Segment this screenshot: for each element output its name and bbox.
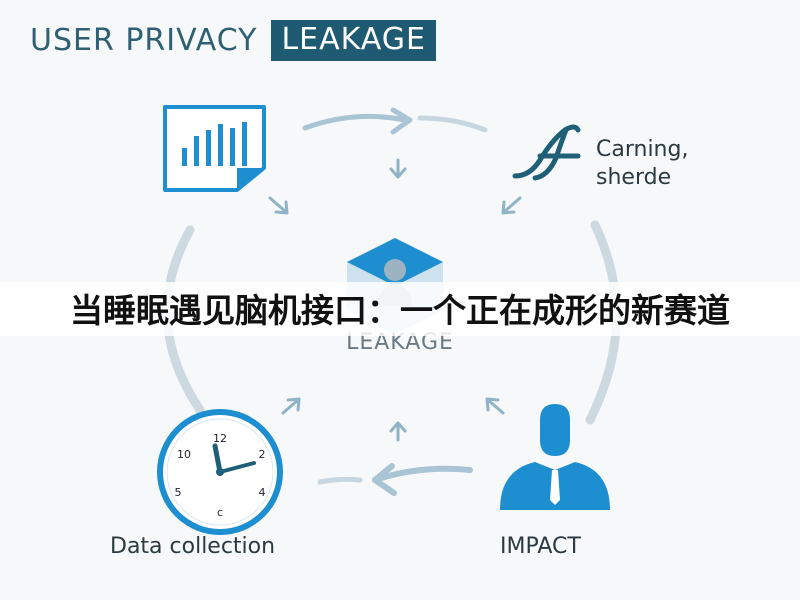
clock-num-6: c [217,506,223,519]
arrow-diag-br-icon [485,397,505,415]
node-label-impact: IMPACT [500,534,581,559]
arrow-diag-tl-icon [268,196,289,215]
title-highlight: LEAKAGE [271,20,437,61]
title-main: USER PRIVACY [30,23,258,58]
clock-num-10: 10 [177,448,191,461]
arrow-diag-tr-icon [501,196,522,215]
clock-num-4: 4 [259,486,266,499]
title-row: USER PRIVACY LEAKAGE [30,20,437,61]
bottom-arrow-icon [317,463,473,496]
businessman-icon [500,404,610,510]
overlay-headline: 当睡眠遇见脑机接口：一个正在成形的新赛道 [0,282,800,336]
arrow-diag-bl-icon [281,397,301,415]
document-chart-icon [163,105,266,192]
node-label-top-right-line2: sherde [596,165,672,190]
node-label-top-right: Carning, sherde [596,136,688,192]
clock-num-5: 5 [175,486,182,499]
arrow-up-icon [389,421,407,442]
clock-num-2: 2 [259,448,266,461]
swirl-logo-icon [512,124,581,181]
arrow-down-icon [389,158,407,179]
node-label-data-collection: Data collection [110,534,276,559]
top-arrow-icon [302,107,488,135]
clock-icon: 12 10 2 4 5 c [157,409,283,535]
node-label-top-right-line1: Carning, [596,137,689,162]
clock-num-12: 12 [213,432,227,445]
